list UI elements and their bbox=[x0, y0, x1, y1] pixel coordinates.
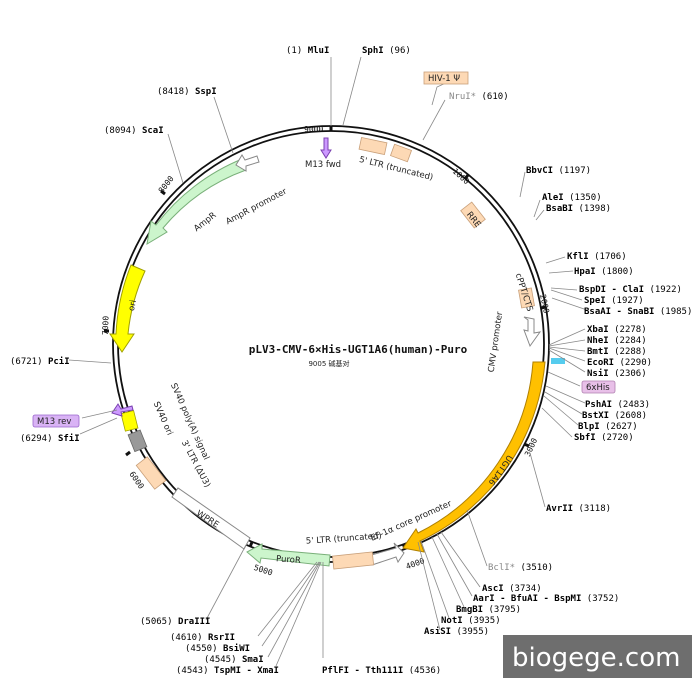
ori-feature[interactable] bbox=[109, 264, 146, 353]
ori-label: ori bbox=[127, 299, 139, 312]
m13-rev-primer[interactable] bbox=[111, 403, 134, 417]
hiv1-psi-box[interactable] bbox=[423, 71, 469, 85]
tick-8000: 8000 bbox=[157, 174, 176, 195]
tick-1000: 1000 bbox=[451, 167, 471, 187]
tick-4000: 4000 bbox=[405, 556, 426, 571]
his-tag-marker[interactable] bbox=[551, 358, 565, 364]
site-nsii[interactable]: NsiI (2306) bbox=[587, 368, 647, 379]
m13-rev-box[interactable] bbox=[32, 414, 80, 428]
site-bsiwi[interactable]: (4550) BsiWI bbox=[185, 643, 250, 654]
cmv-promoter-label: CMV promoter bbox=[487, 311, 505, 374]
tick-3000: 3000 bbox=[523, 436, 539, 457]
site-sspi[interactable]: (8418) SspI bbox=[157, 87, 217, 97]
site-blpi[interactable]: BlpI (2627) bbox=[578, 422, 638, 432]
ef1a-promoter-arrow[interactable] bbox=[367, 542, 405, 566]
m13-fwd-label: M13 fwd bbox=[305, 160, 341, 170]
ltr-5-bottom-feature[interactable] bbox=[332, 551, 375, 570]
ruler-ticks bbox=[104, 126, 547, 549]
puror-label: PuroR bbox=[276, 554, 302, 566]
site-pshai[interactable]: PshAI (2483) bbox=[585, 400, 650, 410]
site-noti[interactable]: NotI (3935) bbox=[441, 616, 501, 626]
ugt1a6-feature[interactable] bbox=[402, 361, 546, 553]
site-nrui[interactable]: NruI* (610) bbox=[449, 92, 509, 102]
site-mlui[interactable]: (1) MluI bbox=[286, 46, 329, 56]
site-aari[interactable]: AarI - BfuAI - BspMI (3752) bbox=[473, 594, 619, 604]
tick-9000: 9000 bbox=[304, 125, 323, 134]
site-pflfi-tth111i[interactable]: PflFI - Tth111I (4536) bbox=[322, 666, 441, 676]
ltr-3-feature[interactable] bbox=[135, 456, 167, 490]
tick-7000: 7000 bbox=[101, 316, 111, 336]
sv40-ori-feature[interactable] bbox=[127, 429, 148, 453]
tick-2000: 2000 bbox=[538, 293, 551, 314]
site-kfli[interactable]: KflI (1706) bbox=[567, 252, 627, 262]
sv40-ori-label: SV40 ori bbox=[151, 400, 175, 437]
ltr-5-bottom-label: 5' LTR (truncated) bbox=[306, 531, 382, 546]
site-tspmi-xmai[interactable]: (4543) TspMI - XmaI bbox=[176, 666, 279, 676]
site-asci[interactable]: AscI (3734) bbox=[482, 584, 542, 594]
site-nhei[interactable]: NheI (2284) bbox=[587, 336, 647, 346]
m13-rev-label: M13 rev bbox=[37, 417, 71, 427]
hiv1-psi-label: HIV-1 Ψ bbox=[428, 74, 460, 84]
site-bmti[interactable]: BmtI (2288) bbox=[587, 347, 647, 357]
site-bstxi[interactable]: BstXI (2608) bbox=[582, 411, 647, 421]
ampr-promoter-label: AmpR promoter bbox=[224, 186, 289, 227]
site-sfii[interactable]: (6294) SfiI bbox=[20, 433, 80, 444]
site-bsabi[interactable]: BsaBI (1398) bbox=[546, 204, 611, 214]
ltr-5-top-feature[interactable] bbox=[358, 136, 388, 156]
ampr-feature[interactable] bbox=[146, 158, 247, 245]
site-xbai[interactable]: XbaI (2278) bbox=[587, 325, 647, 335]
site-ecori[interactable]: EcoRI (2290) bbox=[587, 358, 652, 368]
ltr-5-top-label: 5' LTR (truncated) bbox=[358, 155, 434, 183]
site-draiii[interactable]: (5065) DraIII bbox=[140, 617, 210, 627]
site-bbvci[interactable]: BbvCI (1197) bbox=[526, 166, 591, 176]
sv40-polya-feature[interactable] bbox=[120, 410, 139, 432]
site-alei[interactable]: AleI (1350) bbox=[542, 193, 602, 203]
site-spei[interactable]: SpeI (1927) bbox=[584, 296, 644, 306]
tick-5000: 5000 bbox=[253, 563, 274, 578]
site-sphi[interactable]: SphI (96) bbox=[362, 46, 411, 56]
ltr-5-top-feature-b[interactable] bbox=[389, 143, 413, 163]
site-scai[interactable]: (8094) ScaI bbox=[104, 126, 164, 136]
site-hpai[interactable]: HpaI (1800) bbox=[574, 267, 634, 277]
wpre-feature[interactable] bbox=[171, 487, 251, 550]
site-sbfi[interactable]: SbfI (2720) bbox=[574, 433, 634, 443]
plasmid-title: pLV3-CMV-6×His-UGT1A6(human)-Puro bbox=[249, 343, 468, 356]
site-rsrii[interactable]: (4610) RsrII bbox=[170, 633, 235, 643]
site-avrii[interactable]: AvrII (3118) bbox=[546, 504, 611, 514]
site-bmgbi[interactable]: BmgBI (3795) bbox=[456, 605, 521, 615]
rre-feature[interactable] bbox=[460, 201, 486, 229]
cmv-promoter-arrow[interactable] bbox=[523, 316, 542, 348]
his-tag-box[interactable] bbox=[581, 380, 616, 394]
plasmid-size: 9005 碱基对 bbox=[308, 359, 349, 368]
site-bsaai-snabi[interactable]: BsaAI - SnaBI (1985) bbox=[584, 307, 692, 317]
watermark-text: biogege.com bbox=[512, 643, 680, 673]
ampr-label: AmpR bbox=[192, 210, 218, 234]
leader-lines bbox=[68, 56, 588, 667]
watermark-box bbox=[503, 635, 692, 678]
site-smai[interactable]: (4545) SmaI bbox=[204, 655, 264, 665]
his-tag-label: 6xHis bbox=[586, 383, 610, 393]
cppt-cts-feature[interactable] bbox=[518, 287, 535, 309]
site-bspdi-clai[interactable]: BspDI - ClaI (1922) bbox=[579, 285, 682, 295]
site-bcli[interactable]: BclI* (3510) bbox=[488, 563, 553, 573]
site-pcii[interactable]: (6721) PciI bbox=[10, 356, 70, 367]
ampr-promoter-arrow[interactable] bbox=[235, 154, 260, 172]
site-asisi[interactable]: AsiSI (3955) bbox=[424, 626, 489, 637]
m13-fwd-primer[interactable] bbox=[320, 137, 332, 159]
